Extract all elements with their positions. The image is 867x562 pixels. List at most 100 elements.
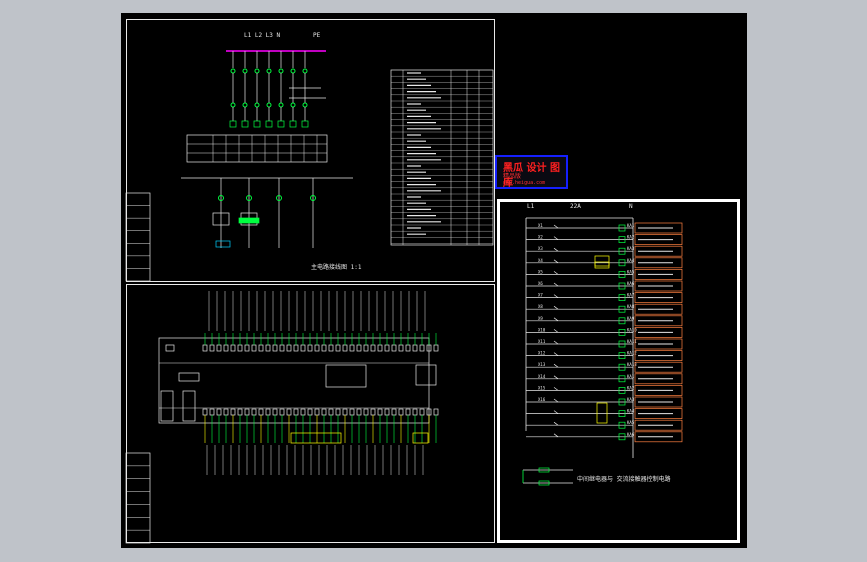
breaker — [230, 68, 236, 74]
contact-symbol — [553, 421, 559, 426]
watermark-stamp: 黑瓜 设计 图库 精品版 www.heigua.com — [495, 155, 568, 189]
plc-terminal — [363, 408, 369, 416]
control-top-label-fuse: 22A — [570, 203, 581, 210]
sheet-main-circuit — [126, 19, 495, 282]
rung-label: X4 — [538, 258, 543, 263]
rung-label: X12 — [538, 351, 546, 356]
plc-terminal — [279, 344, 285, 352]
contact-symbol — [553, 294, 559, 298]
plc-terminal — [272, 344, 278, 352]
coil-description — [634, 396, 683, 408]
breaker — [302, 68, 308, 74]
contactor — [290, 102, 296, 108]
coil-description — [634, 245, 683, 257]
relay-coil — [618, 352, 626, 359]
coil-label: KA13 — [627, 362, 637, 367]
coil-label: KA1 — [627, 223, 635, 228]
coil-description — [634, 327, 683, 338]
relay-coil — [618, 363, 626, 371]
contact-symbol — [553, 387, 559, 391]
relay-coil — [618, 410, 626, 417]
coil-description — [634, 280, 683, 292]
plc-led — [165, 344, 175, 352]
coil-label: KA1 — [627, 374, 635, 379]
motor-terminal — [215, 240, 231, 248]
title-block — [125, 192, 151, 282]
plc-terminal — [328, 408, 334, 416]
rung-label: X10 — [538, 327, 546, 332]
motor-breaker — [246, 195, 252, 201]
contact-symbol — [553, 259, 559, 264]
thermal-relay — [289, 120, 297, 128]
coil-label: KA8 — [627, 304, 635, 309]
plc-terminal — [307, 408, 313, 416]
plc-terminal — [433, 344, 439, 352]
thermal-relay — [241, 120, 249, 128]
coil-description — [634, 408, 683, 419]
rung-label: X1 — [538, 223, 543, 228]
coil-description — [634, 292, 683, 303]
thermal-relay — [229, 120, 237, 128]
plc-terminal — [433, 408, 439, 416]
rung-label: X13 — [538, 362, 546, 367]
bus-label-left: L1 L2 L3 N — [244, 32, 281, 39]
plc-terminal — [286, 408, 292, 416]
contact-symbol — [553, 433, 559, 438]
breaker — [278, 68, 284, 74]
contact-symbol — [553, 305, 559, 310]
contactor — [230, 102, 236, 108]
plc-terminal — [300, 344, 306, 352]
plc-terminal — [398, 408, 404, 416]
coil-label: KA2 — [627, 235, 635, 240]
thermal-relay — [277, 120, 285, 128]
coil-label: KA5 — [627, 269, 635, 274]
contact-symbol — [553, 398, 559, 403]
feeder-table — [186, 134, 328, 163]
contact-symbol — [553, 317, 559, 322]
title-block — [125, 452, 151, 544]
plc-terminal — [314, 344, 320, 352]
plc-terminal — [223, 344, 229, 352]
coil-description — [634, 222, 683, 234]
relay-coil — [618, 271, 626, 278]
plc-terminal — [363, 344, 369, 352]
coil-label: KA7 — [627, 293, 635, 298]
coil-label: KA6 — [627, 432, 635, 437]
relay-coil — [618, 340, 626, 348]
io-group-highlight — [290, 432, 342, 444]
contact-symbol — [553, 236, 559, 240]
plc-terminal — [405, 408, 411, 416]
aux-contact — [538, 467, 550, 473]
control-top-label-n: N — [629, 203, 633, 210]
coil-description — [634, 315, 683, 327]
coil-description — [634, 361, 683, 373]
plc-terminal — [419, 344, 425, 352]
contact-symbol — [553, 271, 559, 275]
coil-description — [634, 419, 683, 431]
plc-terminal — [349, 408, 355, 416]
plc-terminal — [391, 408, 397, 416]
interlock-highlight — [594, 261, 610, 269]
breaker — [290, 68, 296, 74]
motor-breaker — [310, 195, 316, 201]
relay-coil — [618, 387, 626, 394]
plc-terminal — [244, 344, 250, 352]
plc-terminal — [244, 408, 250, 416]
sheet-plc-wiring — [126, 284, 495, 543]
plc-slot — [160, 390, 174, 422]
contactor — [254, 102, 260, 108]
coil-label: KA3 — [627, 246, 635, 251]
plc-terminal — [202, 344, 208, 352]
plc-slot — [182, 390, 196, 422]
coil-description — [634, 431, 683, 443]
coil-label: KA10 — [627, 327, 637, 332]
rung-label: X7 — [538, 293, 543, 298]
plc-terminal — [279, 408, 285, 416]
contact-symbol — [553, 363, 559, 368]
plc-terminal — [272, 408, 278, 416]
coil-description — [634, 338, 683, 350]
relay-coil — [618, 398, 626, 406]
interlock-highlight — [596, 402, 608, 424]
relay-coil — [618, 375, 626, 383]
component-list — [390, 69, 494, 246]
